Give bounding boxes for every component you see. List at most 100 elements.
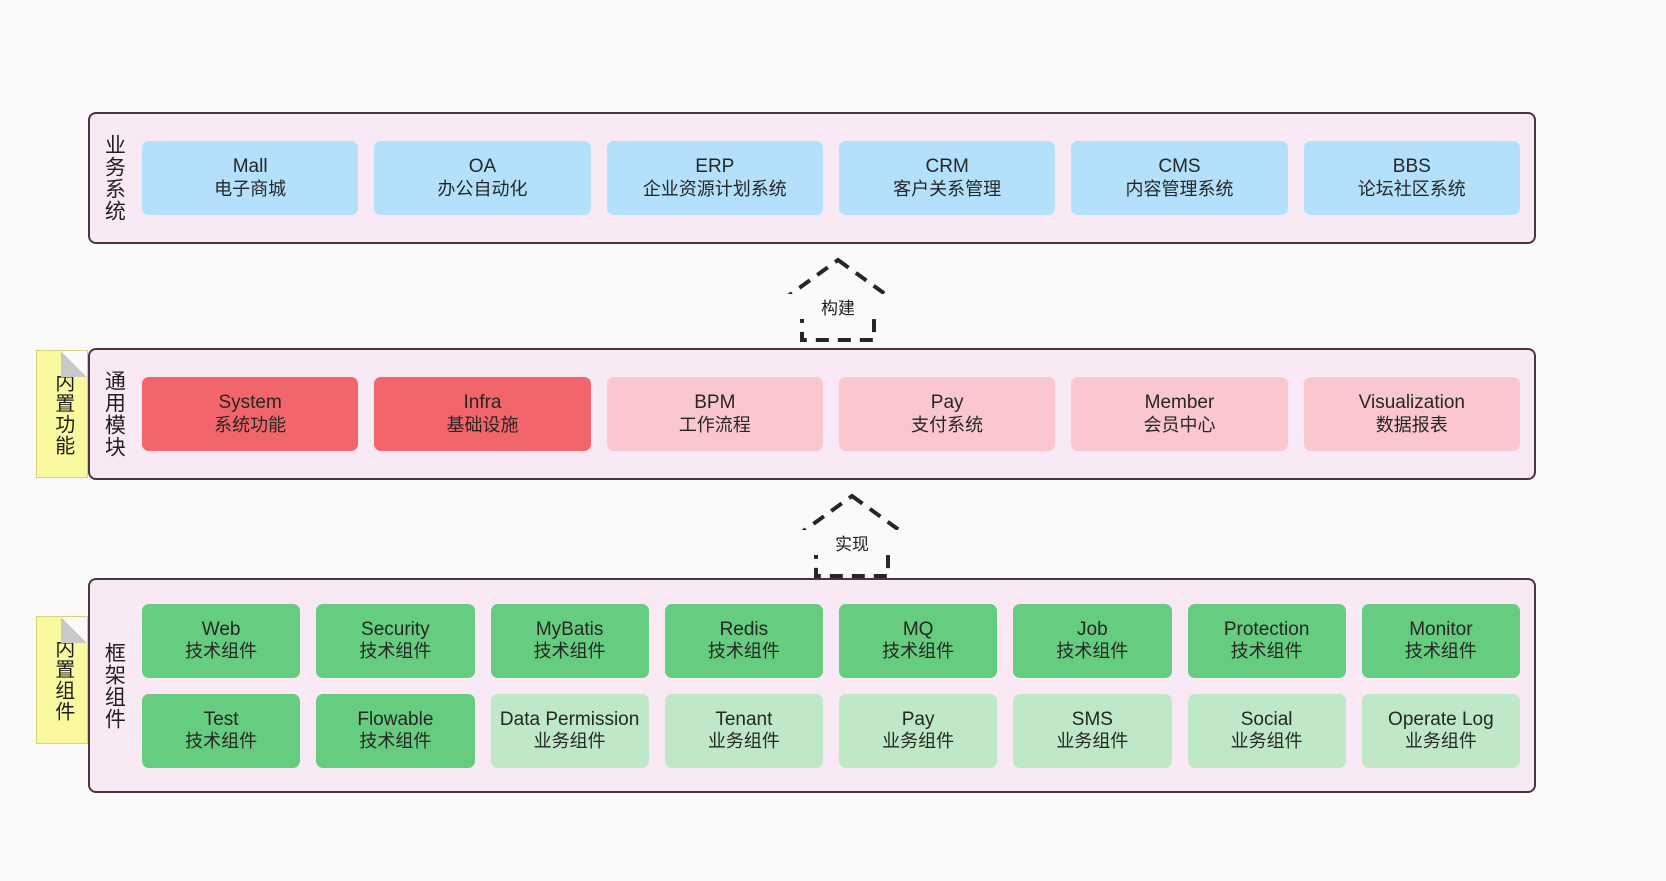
card-mq[interactable]: MQ 技术组件 <box>839 603 998 678</box>
card-title: BBS <box>1392 156 1431 178</box>
card-title: Member <box>1144 392 1215 414</box>
card-subtitle: 基础设施 <box>446 414 519 435</box>
card-subtitle: 业务组件 <box>533 731 606 752</box>
card-subtitle: 技术组件 <box>707 641 780 662</box>
card-title: Infra <box>463 392 502 414</box>
card-test[interactable]: Test 技术组件 <box>142 693 301 768</box>
card-title: CRM <box>925 156 969 178</box>
card-member[interactable]: Member 会员中心 <box>1071 377 1288 451</box>
card-subtitle: 办公自动化 <box>437 178 528 199</box>
note-label: 内置功能 <box>51 372 74 456</box>
card-subtitle: 技术组件 <box>185 641 258 662</box>
card-subtitle: 技术组件 <box>1404 641 1477 662</box>
card-subtitle: 业务组件 <box>1230 731 1303 752</box>
card-title: Operate Log <box>1388 708 1494 730</box>
card-title: ERP <box>695 156 735 178</box>
card-title: Visualization <box>1358 392 1465 414</box>
card-oa[interactable]: OA 办公自动化 <box>374 141 591 215</box>
card-subtitle: 业务组件 <box>707 731 780 752</box>
card-title: Tenant <box>715 708 773 730</box>
card-subtitle: 技术组件 <box>882 641 955 662</box>
layer-label-framework: 框架组件 <box>102 641 126 730</box>
card-subtitle: 会员中心 <box>1143 414 1216 435</box>
card-subtitle: 技术组件 <box>359 641 432 662</box>
card-flowable[interactable]: Flowable 技术组件 <box>316 693 475 768</box>
card-bbs[interactable]: BBS 论坛社区系统 <box>1303 141 1520 215</box>
arrow-build: 构建 <box>758 256 918 342</box>
card-title: Redis <box>719 618 769 640</box>
layer-label-business: 业务系统 <box>102 134 126 222</box>
card-title: System <box>218 392 282 414</box>
card-sms[interactable]: SMS 业务组件 <box>1013 693 1172 768</box>
layer-common-modules: 通用模块 System 系统功能 Infra 基础设施 BPM 工作流程 Pay… <box>88 348 1536 480</box>
card-subtitle: 技术组件 <box>533 641 606 662</box>
layer-body-framework: Web 技术组件 Security 技术组件 MyBatis 技术组件 Redi… <box>136 580 1534 791</box>
card-subtitle: 工作流程 <box>678 414 751 435</box>
card-subtitle: 支付系统 <box>911 414 984 435</box>
card-web[interactable]: Web 技术组件 <box>142 603 301 678</box>
card-mybatis[interactable]: MyBatis 技术组件 <box>490 603 649 678</box>
layer-body-business: Mall 电子商城 OA 办公自动化 ERP 企业资源计划系统 CRM 客户关系… <box>136 114 1534 242</box>
card-crm[interactable]: CRM 客户关系管理 <box>838 141 1056 215</box>
card-data-permission[interactable]: Data Permission 业务组件 <box>490 693 649 768</box>
card-title: CMS <box>1158 156 1201 178</box>
card-subtitle: 论坛社区系统 <box>1357 178 1466 199</box>
card-job[interactable]: Job 技术组件 <box>1013 603 1172 678</box>
card-subtitle: 业务组件 <box>1056 731 1129 752</box>
layer-body-common: System 系统功能 Infra 基础设施 BPM 工作流程 Pay 支付系统… <box>136 350 1534 478</box>
card-subtitle: 系统功能 <box>214 414 287 435</box>
card-row: Test 技术组件 Flowable 技术组件 Data Permission … <box>142 693 1520 768</box>
arrow-implement: 实现 <box>772 492 932 578</box>
arrow-implement-label: 实现 <box>772 530 932 555</box>
card-title: Test <box>203 708 239 730</box>
card-title: Flowable <box>357 708 434 730</box>
card-tenant[interactable]: Tenant 业务组件 <box>664 693 823 768</box>
card-monitor[interactable]: Monitor 技术组件 <box>1361 603 1520 678</box>
card-mall[interactable]: Mall 电子商城 <box>142 141 359 215</box>
card-protection[interactable]: Protection 技术组件 <box>1187 603 1346 678</box>
card-subtitle: 业务组件 <box>882 731 955 752</box>
card-subtitle: 内容管理系统 <box>1125 178 1234 199</box>
card-pay[interactable]: Pay 支付系统 <box>838 377 1056 451</box>
card-subtitle: 业务组件 <box>1404 731 1477 752</box>
card-operate-log[interactable]: Operate Log 业务组件 <box>1361 693 1520 768</box>
card-title: MQ <box>902 618 934 640</box>
card-title: OA <box>468 156 497 178</box>
card-system[interactable]: System 系统功能 <box>142 377 359 451</box>
card-row: System 系统功能 Infra 基础设施 BPM 工作流程 Pay 支付系统… <box>142 377 1520 451</box>
layer-label-common: 通用模块 <box>102 370 126 458</box>
arrow-build-label: 构建 <box>758 294 918 319</box>
card-title: Security <box>361 618 430 640</box>
card-visualization[interactable]: Visualization 数据报表 <box>1303 377 1520 451</box>
card-title: BPM <box>694 392 736 414</box>
card-subtitle: 客户关系管理 <box>893 178 1002 199</box>
card-cms[interactable]: CMS 内容管理系统 <box>1071 141 1288 215</box>
note-label: 内置组件 <box>51 638 74 722</box>
card-pay-business[interactable]: Pay 业务组件 <box>839 693 998 768</box>
card-title: Pay <box>930 392 964 414</box>
card-subtitle: 数据报表 <box>1375 414 1448 435</box>
card-title: Job <box>1077 618 1108 640</box>
card-title: Mall <box>232 156 268 178</box>
card-social[interactable]: Social 业务组件 <box>1187 693 1346 768</box>
card-title: Pay <box>901 708 935 730</box>
card-security[interactable]: Security 技术组件 <box>316 603 475 678</box>
card-subtitle: 技术组件 <box>185 731 258 752</box>
card-title: Monitor <box>1409 618 1473 640</box>
card-title: Social <box>1240 708 1293 730</box>
layer-business-systems: 业务系统 Mall 电子商城 OA 办公自动化 ERP 企业资源计划系统 CRM… <box>88 112 1536 244</box>
card-title: Protection <box>1223 618 1310 640</box>
card-bpm[interactable]: BPM 工作流程 <box>606 377 823 451</box>
card-redis[interactable]: Redis 技术组件 <box>664 603 823 678</box>
card-title: SMS <box>1071 708 1113 730</box>
sticky-note-builtin-features: 内置功能 <box>36 350 88 478</box>
card-row: Web 技术组件 Security 技术组件 MyBatis 技术组件 Redi… <box>142 603 1520 678</box>
card-row: Mall 电子商城 OA 办公自动化 ERP 企业资源计划系统 CRM 客户关系… <box>142 141 1520 215</box>
layer-framework-components: 框架组件 Web 技术组件 Security 技术组件 MyBatis 技术组件… <box>88 578 1536 793</box>
card-subtitle: 电子商城 <box>214 178 287 199</box>
card-title: Web <box>201 618 241 640</box>
card-infra[interactable]: Infra 基础设施 <box>374 377 591 451</box>
card-subtitle: 技术组件 <box>1056 641 1129 662</box>
card-erp[interactable]: ERP 企业资源计划系统 <box>606 141 823 215</box>
